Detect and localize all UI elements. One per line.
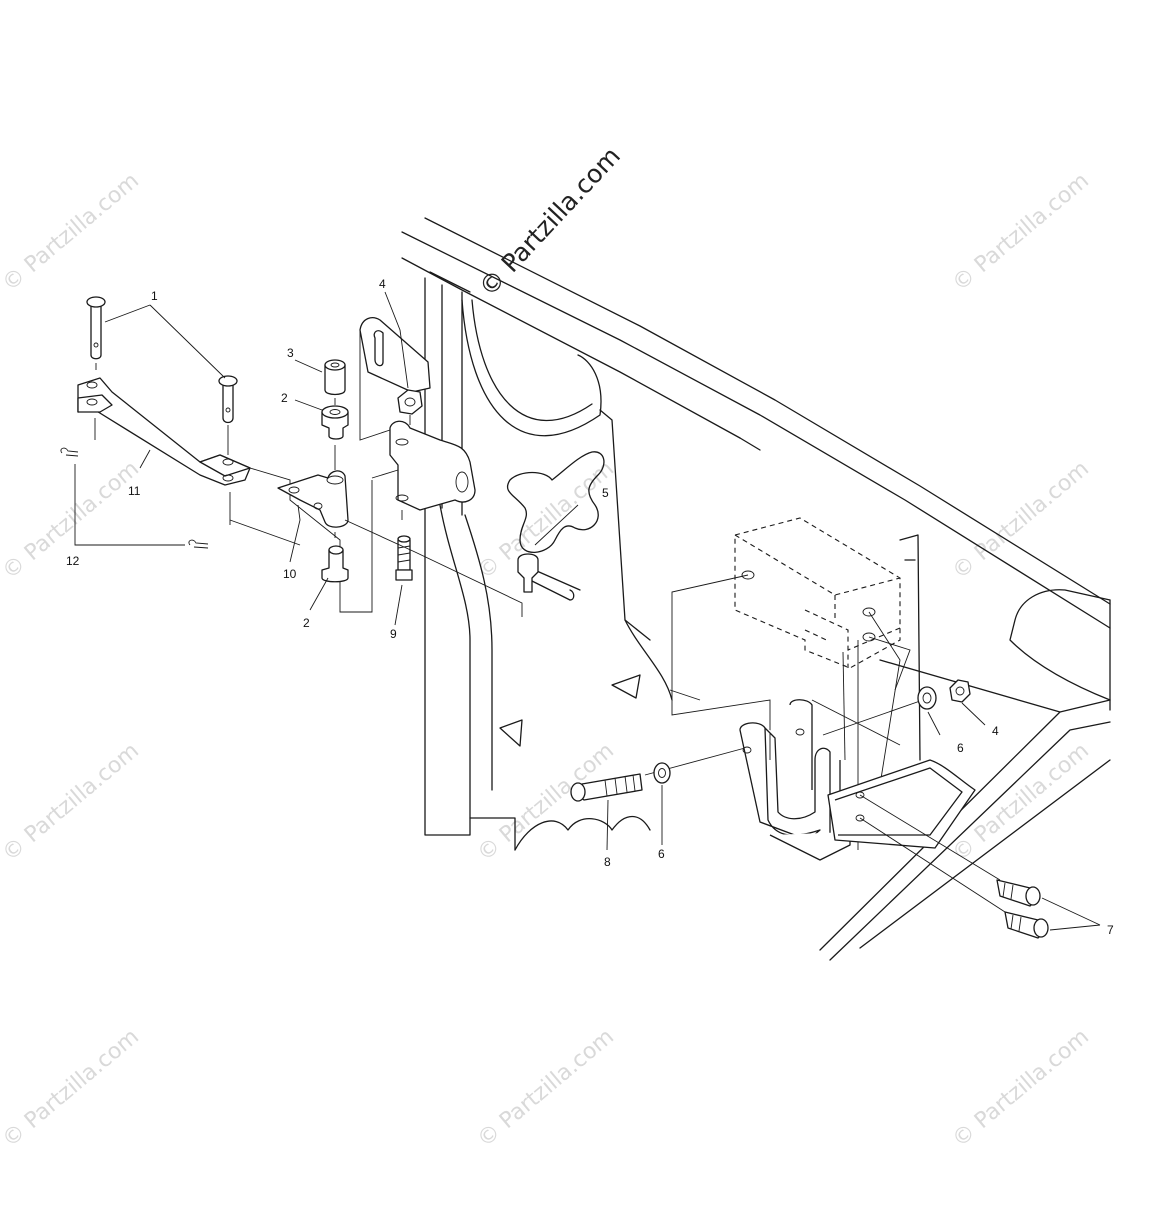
callout-10: 10 [283,567,297,581]
watermark-text: © Partzilla.com [948,168,1094,296]
watermark-text: © Partzilla.com [948,456,1094,584]
callout-2-upper: 2 [281,391,288,405]
watermark-text: © Partzilla.com [0,168,144,296]
callout-9: 9 [390,627,397,641]
assembly-leaders [644,574,924,850]
battery-box [734,517,901,669]
callout-7: 7 [1107,923,1114,937]
linkage-hardware [60,296,539,617]
watermark-text: © Partzilla.com [948,1024,1094,1152]
hardware-right [570,679,1049,939]
watermark-text: © Partzilla.com [473,738,619,866]
callout-leaders [74,291,1101,931]
callout-8: 8 [604,855,611,869]
watermark-text: © Partzilla.com [0,1024,144,1152]
main-watermark: © Partzilla.com [473,141,626,302]
watermark-text: © Partzilla.com [473,1024,619,1152]
callout-6-lower: 6 [658,847,665,861]
callout-labels: 1 2 2 3 4 4 5 6 6 7 8 9 10 11 12 [66,277,1114,937]
callout-5: 5 [602,486,609,500]
callout-11: 11 [128,484,141,498]
callout-4-upper: 4 [379,277,386,291]
frame-cutout-panel [424,277,673,851]
callout-6-right: 6 [957,741,964,755]
battery-bracket [739,699,1006,913]
callout-4-right: 4 [992,724,999,738]
watermark-text: © Partzilla.com [0,738,144,866]
watermark-group: © Partzilla.com © Partzilla.com © Partzi… [0,168,1094,1152]
callout-2-lower: 2 [303,616,310,630]
callout-12: 12 [66,554,80,568]
body-panel-right [899,534,1111,761]
frame-rails [401,217,1111,961]
callout-3: 3 [287,346,294,360]
callout-1: 1 [151,289,158,303]
